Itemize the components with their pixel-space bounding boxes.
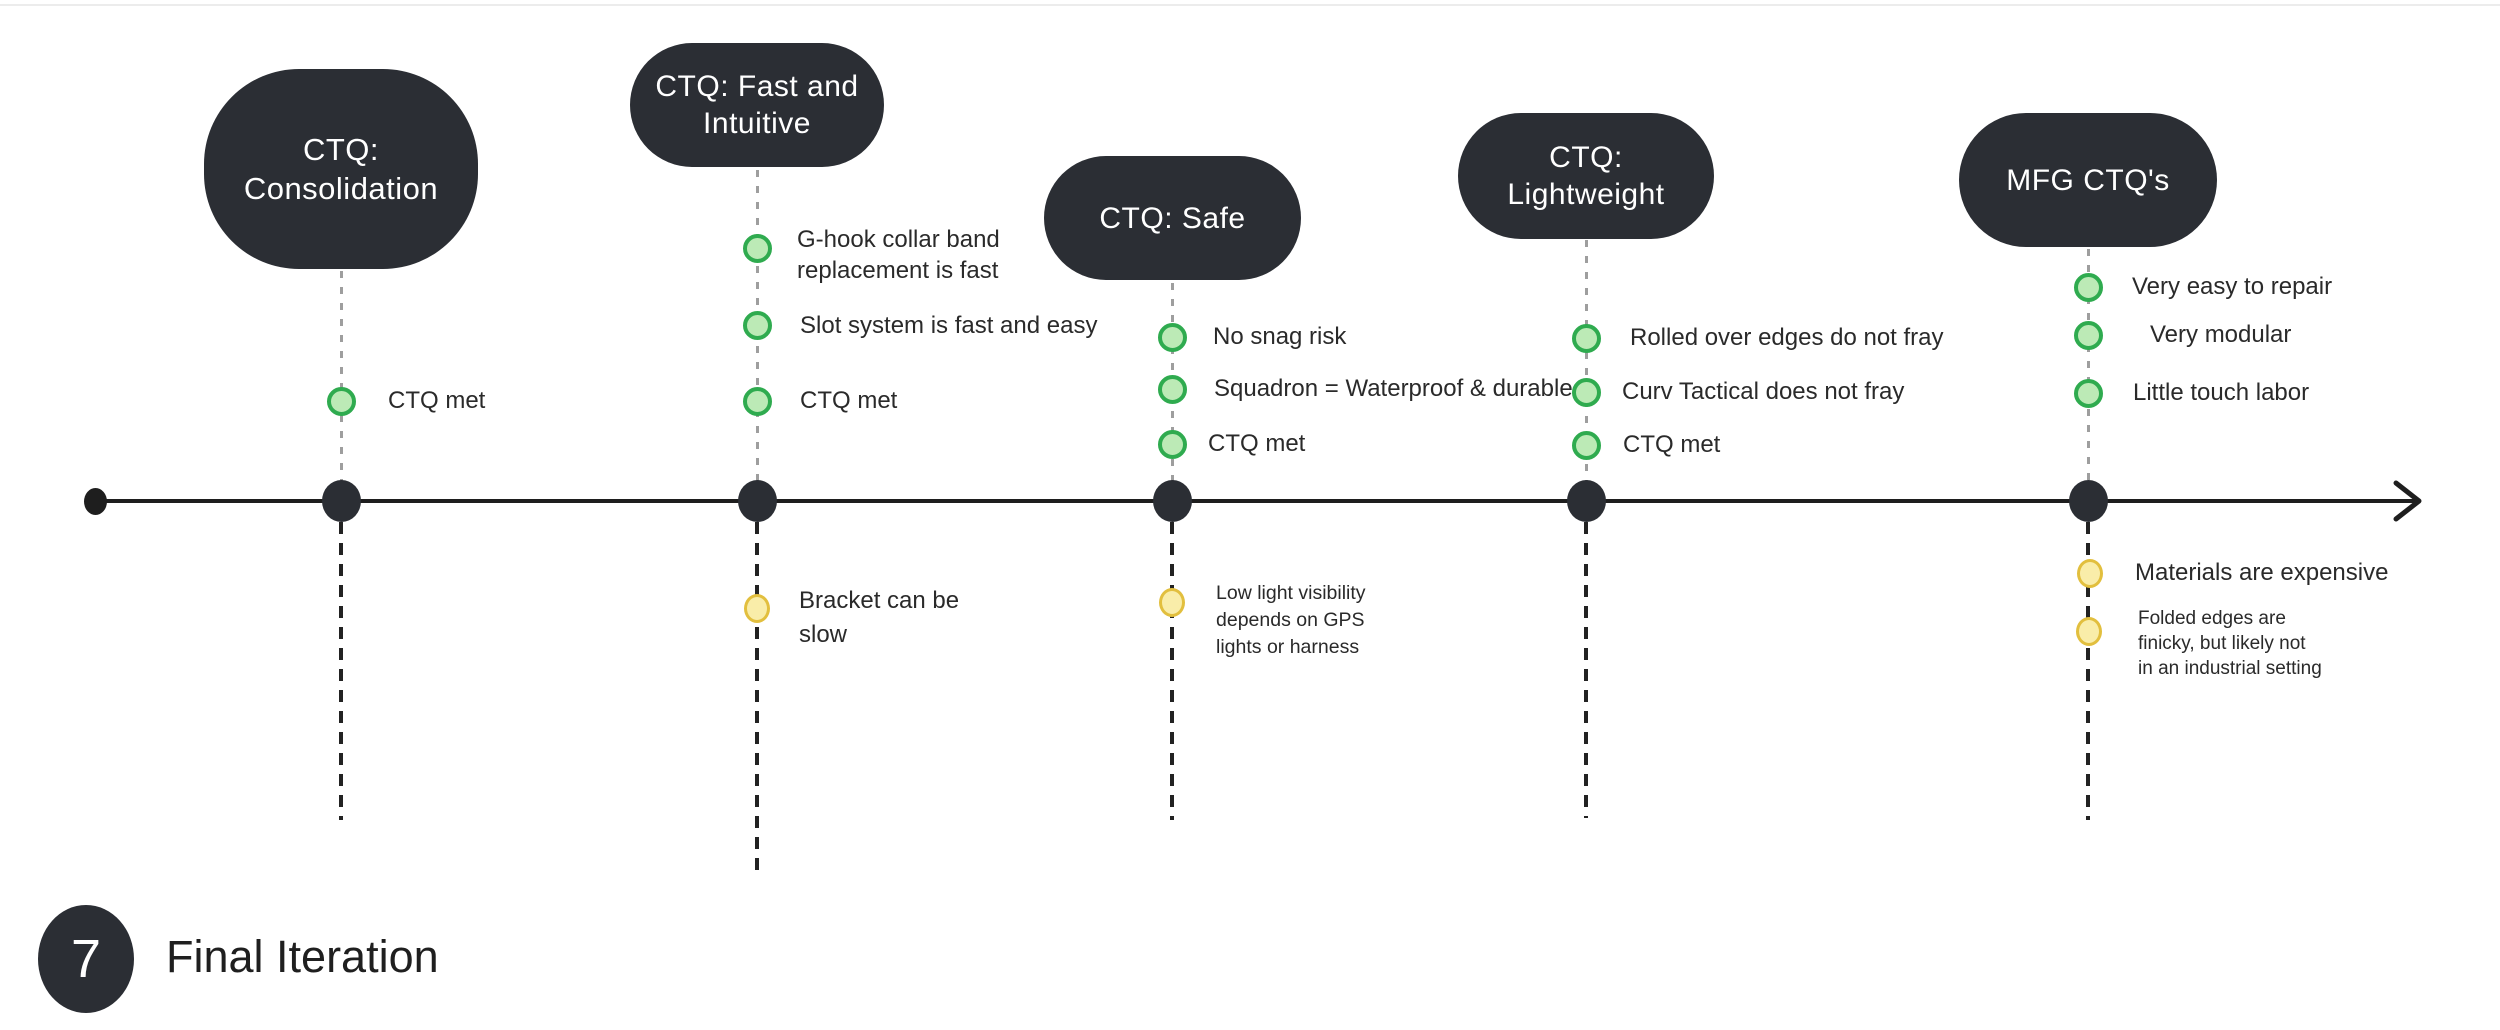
con-dot xyxy=(2076,617,2102,646)
pro-dot xyxy=(2074,379,2103,408)
pro-label: Rolled over edges do not fray xyxy=(1630,324,1944,351)
timeline-start-dot xyxy=(84,488,107,515)
connector-below-safe xyxy=(1170,522,1174,820)
pro-dot xyxy=(1158,430,1187,459)
connector-above-lightweight xyxy=(1585,240,1588,482)
timeline-node-consolidation xyxy=(322,480,361,522)
pro-label: Slot system is fast and easy xyxy=(800,312,1098,339)
timeline-node-mfg xyxy=(2069,480,2108,522)
pro-label: No snag risk xyxy=(1213,323,1347,350)
ctq-bubble-consolidation: CTQ: Consolidation xyxy=(204,69,478,269)
timeline-line xyxy=(95,499,2415,503)
connector-below-mfg xyxy=(2086,522,2090,820)
pro-dot xyxy=(327,387,356,416)
ctq-bubble-fast-intuitive: CTQ: Fast and Intuitive xyxy=(630,43,884,167)
pro-dot xyxy=(1158,323,1187,352)
pro-dot xyxy=(743,387,772,416)
pro-dot xyxy=(2074,321,2103,350)
timeline-node-lightweight xyxy=(1567,480,1606,522)
connector-below-consolidation xyxy=(339,522,343,820)
pro-label: Squadron = Waterproof & durable xyxy=(1214,375,1573,402)
con-dot xyxy=(2077,559,2103,588)
ctq-bubble-safe: CTQ: Safe xyxy=(1044,156,1301,280)
canvas-top-edge xyxy=(0,4,2500,6)
pro-label: CTQ met xyxy=(800,387,898,414)
timeline-node-fast-intuitive xyxy=(738,480,777,522)
ctq-bubble-lightweight: CTQ: Lightweight xyxy=(1458,113,1714,239)
pro-dot xyxy=(1158,375,1187,404)
pro-dot xyxy=(1572,378,1601,407)
connector-above-consolidation xyxy=(340,271,343,482)
step-number-badge: 7 xyxy=(38,905,134,1013)
con-label: Folded edges are finicky, but likely not… xyxy=(2138,608,2322,679)
pro-dot xyxy=(1572,431,1601,460)
timeline-node-safe xyxy=(1153,480,1192,522)
timeline-arrowhead-icon xyxy=(2393,480,2422,522)
con-label: Low light visibility depends on GPS ligh… xyxy=(1216,582,1366,658)
con-label: Bracket can be slow xyxy=(799,587,960,648)
pro-label: CTQ met xyxy=(388,387,486,414)
pro-label: CTQ met xyxy=(1208,430,1306,457)
pro-dot xyxy=(2074,273,2103,302)
pro-dot xyxy=(743,234,772,263)
pro-dot xyxy=(743,311,772,340)
pro-label: Little touch labor xyxy=(2133,379,2310,406)
step-title: Final Iteration xyxy=(166,931,439,982)
con-dot xyxy=(744,594,770,623)
pro-dot xyxy=(1572,324,1601,353)
connector-above-mfg xyxy=(2087,249,2090,482)
pro-label: Curv Tactical does not fray xyxy=(1622,378,1905,405)
connector-below-fast-intuitive xyxy=(755,522,759,877)
connector-below-lightweight xyxy=(1584,522,1588,818)
pro-label: G-hook collar band replacement is fast xyxy=(797,226,1000,284)
step-number: 7 xyxy=(70,929,102,989)
ctq-bubble-mfg: MFG CTQ's xyxy=(1959,113,2217,247)
con-label: Materials are expensive xyxy=(2135,559,2389,586)
pro-label: Very modular xyxy=(2150,321,2292,348)
pro-label: CTQ met xyxy=(1623,431,1721,458)
con-dot xyxy=(1159,588,1185,617)
pro-label: Very easy to repair xyxy=(2132,273,2333,300)
